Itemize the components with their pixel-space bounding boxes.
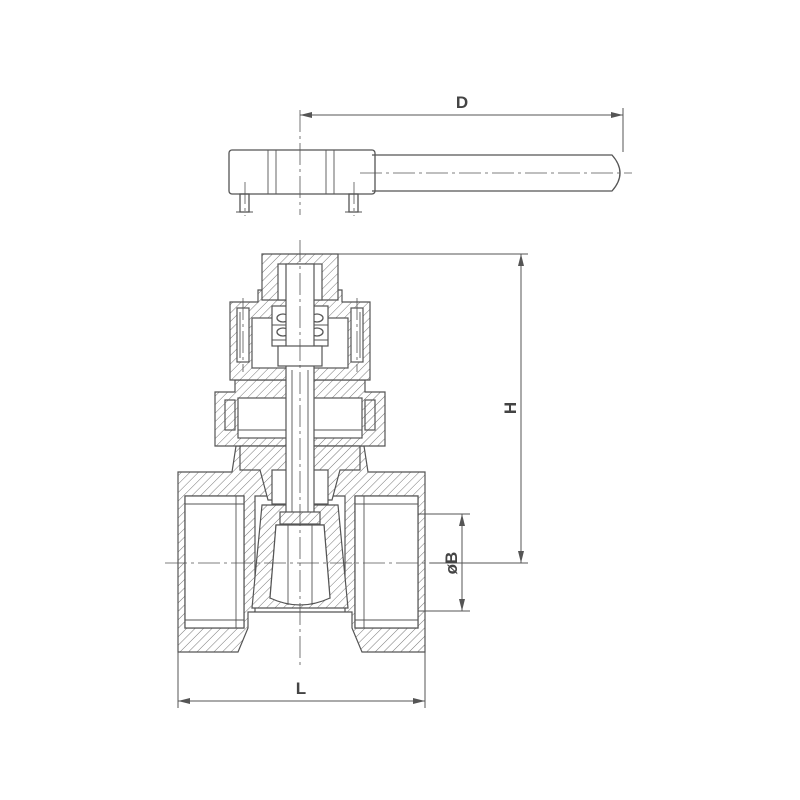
valve-body-section [165,240,470,665]
dimension-b: øB [418,513,470,612]
handle-key [228,110,632,216]
dimension-d-label: D [456,93,468,112]
dimension-b-label: øB [442,552,461,575]
dimension-d: D [300,93,624,152]
dimension-l-label: L [296,679,306,698]
dimension-l: L [177,652,426,708]
dimension-h: H [338,253,528,564]
dimension-h-label: H [501,402,520,414]
